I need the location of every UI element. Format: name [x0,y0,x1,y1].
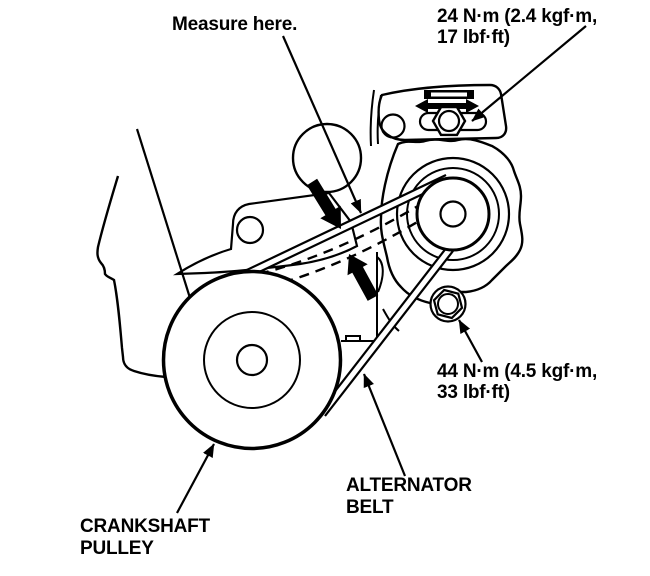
alternator-mount-nut [429,285,467,323]
push-up-arrow [347,254,379,301]
leader-bracket-bolt-torque [471,25,587,122]
crankshaft-pulley [161,269,343,451]
torque-line: 24 N·m (2.4 kgf·m, [437,6,598,27]
measure-here-label: Measure here. [172,14,298,35]
bracket-bolt-torque-label: 24 N·m (2.4 kgf·m, 17 lbf·ft) [437,6,597,48]
alternator-belt-label: ALTERNATOR BELT [346,475,472,518]
torque-line: 17 lbf·ft) [437,27,510,48]
alternator-pulley [415,176,491,252]
alternator-face-ring [406,167,500,261]
crankshaft-pulley-label: CRANKSHAFT PULLEY [80,516,210,559]
adjustment-bracket [377,83,508,142]
push-down-arrow [306,178,341,229]
bracket-hole [235,215,265,245]
leader-measure-here [281,35,363,214]
torque-line: 44 N·m (4.5 kgf·m, [437,361,598,382]
lower-bracket-flag [376,256,384,293]
bracket-bolt-hole [380,113,406,139]
leader-crankshaft-pulley [176,443,215,514]
engine-outline [96,128,192,379]
alternator-ear-line [369,89,375,147]
leader-mount-bolt-torque [458,319,483,363]
mount-bolt-torque-label: 44 N·m (4.5 kgf·m, 33 lbf·ft) [437,361,597,403]
alternator-pulley-hub [439,200,467,228]
leader-alternator-belt [362,373,407,477]
torque-line: 33 lbf·ft) [437,382,510,403]
